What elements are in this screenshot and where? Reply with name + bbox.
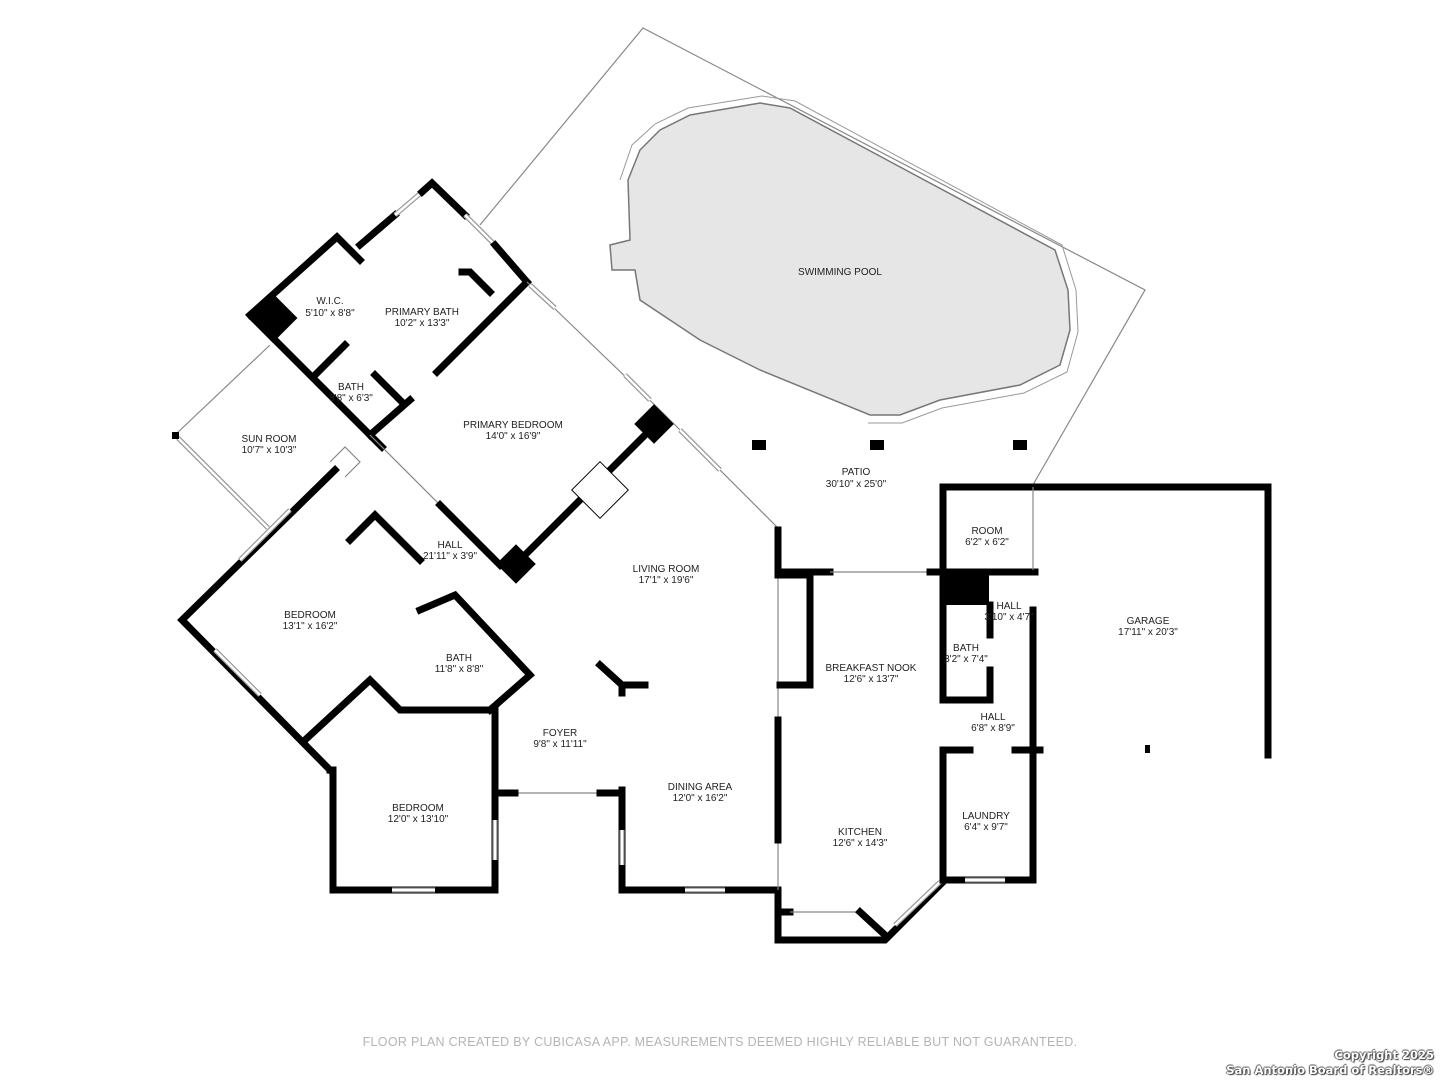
room-size: 12'6" x 14'3" (833, 838, 888, 849)
copyright-line: Copyright 2025 (1334, 1048, 1434, 1062)
swimming-pool-shape (609, 102, 1071, 416)
room-name: LIVING ROOM (633, 564, 700, 575)
room-name: HALL (980, 712, 1005, 723)
room-size: 10'2" x 13'3" (395, 318, 450, 329)
room-name: BATH (953, 643, 979, 654)
room-name: PRIMARY BEDROOM (463, 420, 563, 431)
copyright-owner: San Antonio Board of Realtors® (1226, 1063, 1434, 1077)
patio-post (1013, 440, 1027, 450)
room-name: ROOM (971, 526, 1002, 537)
room-size: 3'10" x 4'7" (984, 612, 1034, 623)
room-size: 11'8" x 8'8" (435, 664, 484, 675)
room-size: 13'1" x 16'2" (283, 621, 338, 632)
room-size: 3'8" x 6'3" (329, 393, 373, 404)
room-name: BATH (446, 653, 472, 664)
room-labels: SWIMMING POOL W.I.C. 5'10" x 8'8" PRIMAR… (242, 267, 1179, 849)
room-size: 17'1" x 19'6" (639, 575, 694, 586)
room-name: BEDROOM (284, 610, 336, 621)
room-size: 30'10" x 25'0" (826, 479, 887, 490)
room-size: 14'0" x 16'9" (486, 431, 541, 442)
room-name: PATIO (842, 467, 871, 478)
room-name: GARAGE (1127, 616, 1170, 627)
room-name: KITCHEN (838, 827, 882, 838)
room-size: 21'11" x 3'9" (423, 551, 478, 562)
patio-post (870, 440, 884, 450)
room-name: FOYER (543, 728, 577, 739)
room-size: 12'0" x 13'10" (388, 814, 449, 825)
room-size: 6'8" x 8'9" (971, 723, 1015, 734)
lot-line (479, 27, 1146, 491)
room-name: HALL (996, 601, 1021, 612)
room-name: LAUNDRY (962, 811, 1010, 822)
patio-post (752, 440, 766, 450)
room-name: BATH (338, 382, 364, 393)
walls (172, 178, 1272, 944)
room-name: SUN ROOM (242, 434, 297, 445)
disclaimer-footer: FLOOR PLAN CREATED BY CUBICASA APP. MEAS… (362, 1035, 1078, 1049)
room-size: 6'2" x 6'2" (965, 537, 1009, 548)
room-name: HALL (437, 540, 462, 551)
room-size: 12'0" x 16'2" (673, 793, 728, 804)
room-name: BREAKFAST NOOK (826, 663, 917, 674)
room-size: 5'10" x 8'8" (305, 308, 355, 319)
room-size: 6'4" x 9'7" (964, 822, 1008, 833)
room-name: SWIMMING POOL (798, 267, 882, 278)
room-size: 9'8" x 11'11" (533, 739, 587, 750)
room-size: 3'2" x 7'4" (944, 654, 988, 665)
room-name: BEDROOM (392, 803, 444, 814)
room-size: 10'7" x 10'3" (242, 445, 297, 456)
room-size: 12'6" x 13'7" (844, 674, 899, 685)
room-name: PRIMARY BATH (385, 307, 459, 318)
room-size: 17'11" x 20'3" (1118, 627, 1178, 638)
room-name: W.I.C. (316, 296, 343, 307)
room-name: DINING AREA (668, 782, 733, 793)
